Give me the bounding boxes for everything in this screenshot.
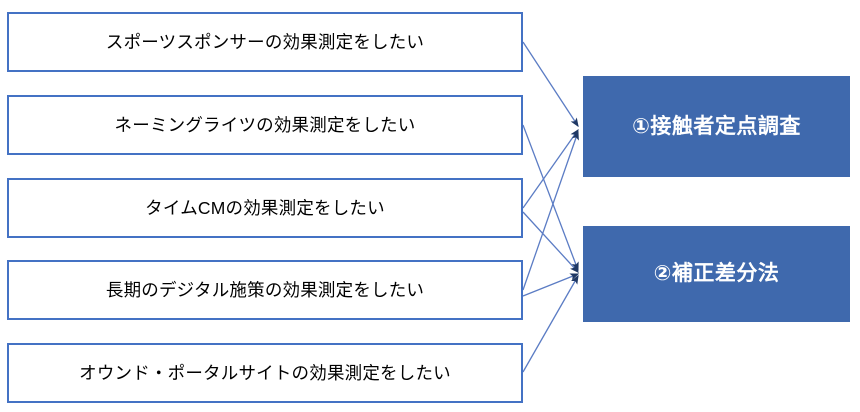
method-label: ①接触者定点調査 — [632, 114, 801, 138]
need-box-time-cm[interactable]: タイムCMの効果測定をしたい — [7, 178, 523, 238]
method-label: ②補正差分法 — [653, 262, 780, 286]
need-label: スポーツスポンサーの効果測定をしたい — [105, 31, 425, 52]
need-box-long-term-digital[interactable]: 長期のデジタル施策の効果測定をしたい — [7, 260, 523, 320]
connector-need-time-cm-to-method-adjusted-difference — [522, 211, 579, 273]
connector-need-sports-sponsor-to-method-contact-fixed-point-survey — [522, 41, 579, 128]
need-label: タイムCMの効果測定をしたい — [145, 197, 385, 218]
connector-need-time-cm-to-method-contact-fixed-point-survey — [522, 128, 579, 209]
need-label: 長期のデジタル施策の効果測定をしたい — [105, 279, 425, 300]
need-box-sports-sponsor[interactable]: スポーツスポンサーの効果測定をしたい — [7, 12, 523, 72]
connector-need-long-term-digital-to-method-adjusted-difference — [522, 273, 580, 297]
connector-need-owned-portal-to-method-adjusted-difference — [522, 274, 579, 373]
connector-need-long-term-digital-to-method-contact-fixed-point-survey — [522, 130, 579, 291]
need-label: ネーミングライツの効果測定をしたい — [114, 114, 416, 135]
need-label: オウンド・ポータルサイトの効果測定をしたい — [79, 362, 451, 383]
need-box-owned-portal[interactable]: オウンド・ポータルサイトの効果測定をしたい — [7, 343, 523, 403]
method-box-contact-fixed-point-survey[interactable]: ①接触者定点調査 — [583, 76, 850, 177]
connector-need-naming-rights-to-method-adjusted-difference — [522, 124, 579, 272]
method-box-adjusted-difference[interactable]: ②補正差分法 — [583, 226, 850, 322]
need-box-naming-rights[interactable]: ネーミングライツの効果測定をしたい — [7, 95, 523, 155]
